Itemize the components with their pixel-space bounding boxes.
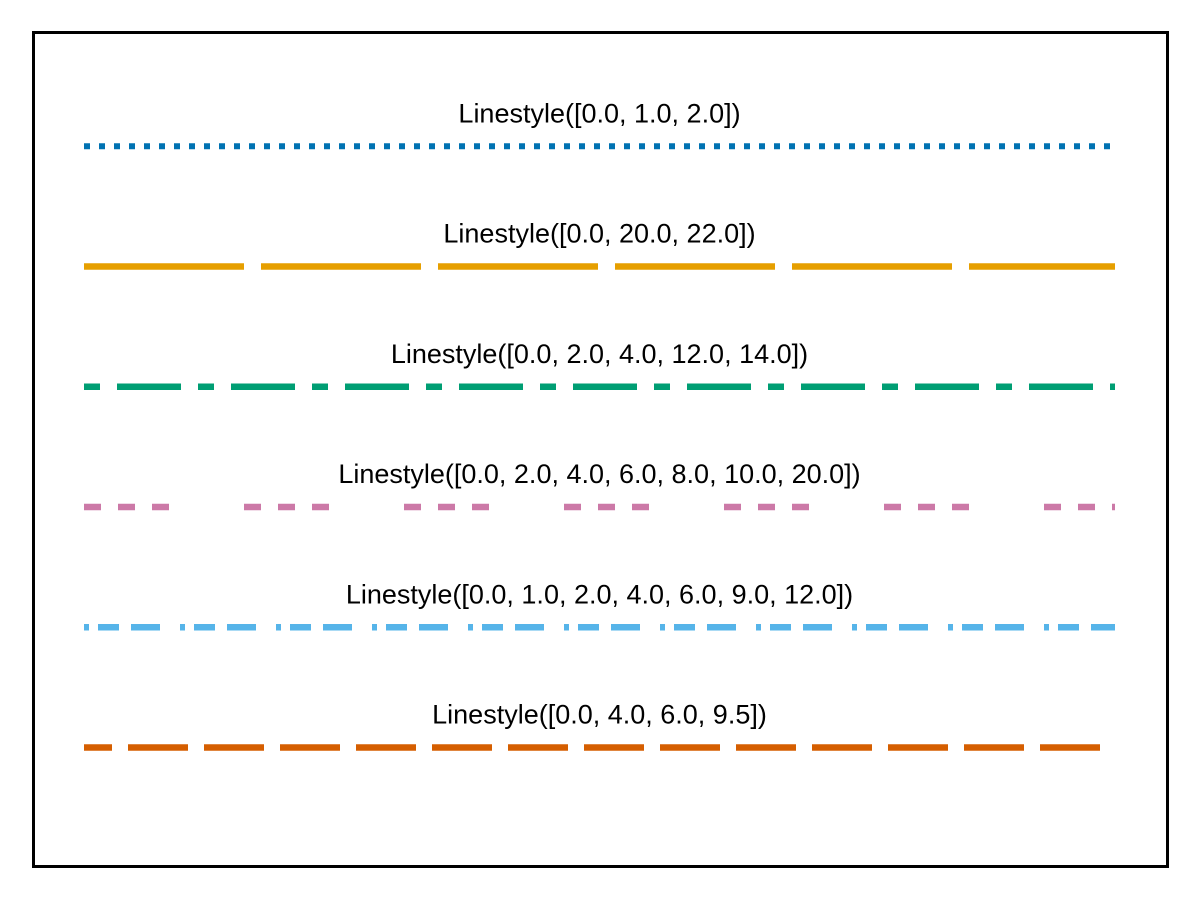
- plot-frame: Linestyle([0.0, 1.0, 2.0]) Linestyle([0.0…: [32, 31, 1169, 868]
- linestyle-plot: Linestyle([0.0, 1.0, 2.0]) Linestyle([0.0…: [84, 98, 1115, 751]
- linestyle-label: Linestyle([0.0, 2.0, 4.0, 6.0, 8.0, 10.0…: [338, 459, 860, 489]
- linestyle-label: Linestyle([0.0, 1.0, 2.0, 4.0, 6.0, 9.0,…: [346, 579, 853, 609]
- linestyle-label: Linestyle([0.0, 20.0, 22.0]): [443, 219, 755, 249]
- linestyle-label: Linestyle([0.0, 2.0, 4.0, 12.0, 14.0]): [391, 339, 808, 369]
- linestyle-label: Linestyle([0.0, 4.0, 6.0, 9.5]): [432, 700, 767, 730]
- linestyle-label: Linestyle([0.0, 1.0, 2.0]): [458, 98, 740, 128]
